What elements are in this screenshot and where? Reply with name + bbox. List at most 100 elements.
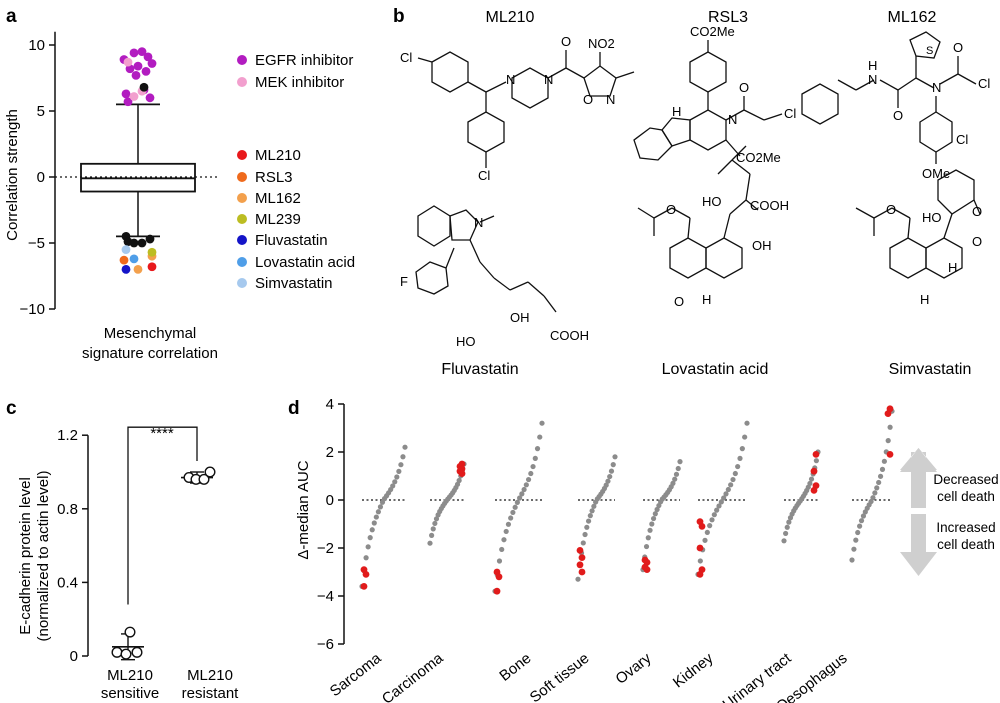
outlier-point	[129, 254, 139, 264]
lova-bond-10	[653, 207, 673, 219]
cell-line-point	[512, 504, 518, 510]
outlier-point	[147, 262, 157, 272]
cell-line-point	[587, 513, 593, 519]
cell-line-point	[367, 535, 373, 541]
data-point	[198, 473, 210, 485]
y-tick-label: 5	[37, 103, 45, 120]
panel-a-outliers	[119, 47, 157, 274]
outlier-point	[129, 92, 139, 101]
y-tick-label: −4	[317, 588, 334, 605]
lova-atom-o-ring: O	[674, 294, 684, 309]
highlighted-point	[810, 487, 818, 494]
cell-line-point	[725, 486, 731, 493]
simva-atom-o-ring: O	[972, 234, 982, 249]
lova-bond-4	[745, 173, 751, 201]
legend-label: Lovastatin acid	[255, 254, 355, 271]
fluva-atom-n: N	[474, 215, 483, 230]
cell-line-point	[707, 523, 713, 529]
cell-line-point	[670, 480, 676, 486]
lova-atom-ho: HO	[702, 194, 722, 209]
cell-line-point	[591, 503, 597, 509]
cell-line-point	[508, 515, 514, 521]
rsl3-atom-nh: H	[672, 104, 681, 119]
annotation-increased-line2: cell death	[937, 537, 995, 552]
cell-line-point	[879, 466, 886, 472]
cell-line-point	[580, 540, 586, 546]
cell-line-point	[784, 524, 790, 530]
decreased-arrow-head	[900, 448, 937, 472]
title-rsl3: RSL3	[708, 9, 748, 26]
panel-d-letter: d	[288, 398, 300, 419]
panel-c-significance: ****	[150, 425, 174, 442]
rsl3-pyrrole	[661, 117, 691, 147]
highlighted-point	[696, 544, 704, 552]
cell-line-point	[605, 478, 611, 484]
ml162-atom-o1: O	[893, 108, 903, 123]
cell-line-point	[702, 537, 708, 543]
simva-bond-2	[973, 199, 981, 215]
cell-line-point	[505, 521, 512, 527]
data-point	[111, 646, 123, 658]
data-point	[120, 648, 132, 660]
cell-line-point	[887, 424, 893, 430]
cell-line-point	[373, 514, 379, 520]
cell-line-point	[371, 520, 377, 526]
panel-b: b ML210 RSL3 ML162	[393, 6, 990, 378]
y-tick-label: 4	[326, 396, 334, 413]
ml210-bond-3	[485, 81, 507, 93]
simva-ring-1	[889, 237, 927, 279]
cell-line-point	[721, 495, 727, 501]
outlier-point	[121, 89, 131, 99]
ml210-atom-cl2: Cl	[478, 168, 490, 183]
panel-c-ylabel-line2: (normalized to actin level)	[35, 471, 52, 642]
rsl3-atom-o: O	[739, 80, 749, 95]
title-ml162: ML162	[888, 9, 937, 26]
cell-line-point	[433, 516, 440, 522]
highlighted-point	[576, 561, 584, 569]
panel-a-xlabel-line1: Mesenchymal	[104, 325, 197, 342]
outlier-point	[147, 247, 157, 257]
rsl3-atom-cl: Cl	[784, 106, 796, 121]
cell-line-point	[608, 468, 615, 474]
cell-line-point	[537, 434, 543, 440]
legend-label: ML162	[255, 190, 301, 207]
cell-line-point	[874, 485, 880, 491]
highlighted-point	[576, 547, 584, 554]
fluva-pyrrole	[449, 209, 479, 241]
outlier-point	[137, 47, 147, 56]
panel-d-ylabel: Δ-median AUC	[295, 460, 312, 559]
highlighted-point	[643, 566, 651, 573]
ml162-ring-2	[919, 111, 953, 153]
legend-swatch	[237, 235, 247, 245]
cell-line-point	[539, 420, 545, 426]
cell-line-point	[781, 538, 787, 544]
outlier-point	[133, 265, 143, 274]
panel-c: c E-cadherin protein level (normalized t…	[6, 398, 239, 702]
cell-line-point	[503, 528, 509, 535]
rsl3-ring-1	[689, 51, 727, 93]
highlighted-point	[698, 523, 706, 530]
outlier-point	[133, 61, 143, 71]
cell-line-point	[430, 526, 436, 532]
highlighted-point	[810, 467, 818, 475]
lova-bond-11	[637, 207, 655, 219]
highlighted-point	[493, 587, 501, 595]
cell-line-point	[704, 529, 710, 536]
rsl3-ring-2	[689, 109, 727, 151]
cell-line-point	[394, 474, 400, 480]
legend-label: Simvastatin	[255, 275, 333, 292]
panel-c-plot	[111, 426, 216, 661]
cell-line-point	[521, 486, 527, 493]
tissue-label: Ovary	[612, 649, 654, 687]
y-tick-label: 0.4	[57, 574, 78, 591]
cell-line-point	[872, 490, 878, 496]
cell-line-point	[363, 555, 369, 561]
fluva-fluorophenyl	[415, 261, 449, 295]
cell-line-point	[647, 527, 653, 533]
cell-line-point	[523, 482, 529, 488]
cell-line-point	[716, 503, 722, 509]
simva-atom-ho: HO	[922, 210, 942, 225]
cell-line-point	[645, 535, 651, 541]
cell-line-point	[870, 495, 876, 501]
